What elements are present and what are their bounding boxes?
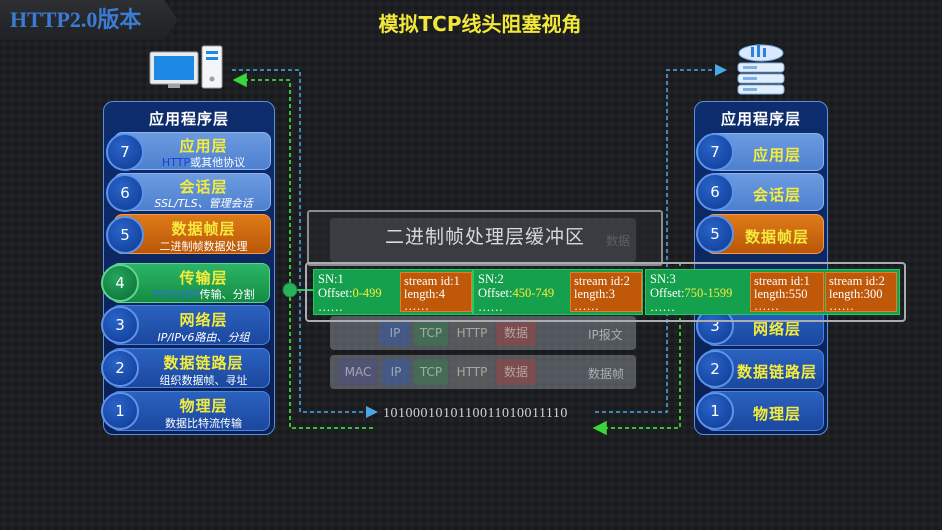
stream-id: stream id:2 [829, 274, 885, 288]
layer-desc: SSL/TLS、管理会话 [154, 197, 253, 210]
layer-number: 3 [101, 306, 139, 344]
ip-cell: IP [382, 359, 410, 385]
segment-sn: SN:3 [650, 272, 676, 286]
tcp-segments-container: SN:1 Offset:0-499 …… stream id:1 length:… [305, 262, 906, 322]
bitstream-text: 1010001010110011010011110 [383, 406, 568, 421]
http-cell: HTTP [452, 320, 492, 346]
http-cell: HTTP [452, 359, 492, 385]
layer-desc: 组织数据帧、寻址 [159, 374, 248, 387]
layer-desc: TCP/UDP传输、分割 [152, 288, 255, 301]
stream-length: length:4 [404, 287, 445, 301]
layer-number: 2 [696, 350, 734, 388]
tcp-segment-3[interactable]: SN:3 Offset:750-1599 …… stream id:1 leng… [645, 269, 900, 315]
layer-name: 应用层 [179, 137, 228, 155]
layer-number: 5 [106, 216, 144, 254]
segment-more: …… [478, 300, 503, 314]
stream-id: stream id:1 [404, 274, 460, 288]
mac-frame-row: MAC IP TCP HTTP 数据 数据帧 [330, 355, 636, 389]
stream-frame-header: stream id:2 length:300 …… [825, 272, 897, 313]
tcp-segment-2[interactable]: SN:2 Offset:450-749 …… stream id:2 lengt… [473, 269, 643, 315]
tcp-cell: TCP [414, 320, 448, 346]
stream-length: length:300 [829, 287, 883, 301]
layer-name: 会话层 [752, 186, 801, 204]
buffer-title: 二进制帧处理层缓冲区 [384, 226, 585, 248]
data-frame-label: 数据帧 [588, 367, 625, 381]
right-stack-title: 应用程序层 [720, 110, 801, 128]
segment-sn: SN:1 [318, 272, 344, 286]
left-layer-transport[interactable]: 传输层 TCP/UDP传输、分割 [111, 263, 270, 303]
layer-desc: 数据比特流传输 [165, 417, 242, 430]
layer-number: 1 [696, 392, 734, 430]
segment-more: …… [318, 300, 343, 314]
layer-name: 数据帧层 [744, 228, 809, 246]
stream-frame-header: stream id:2 length:3 …… [570, 272, 642, 313]
left-blue-path [232, 69, 378, 418]
layer-desc: 二进制帧数据处理 [159, 240, 248, 253]
stream-more: …… [404, 299, 429, 313]
layer-name: 网络层 [752, 320, 801, 338]
segment-offset: Offset:0-499 [318, 286, 382, 300]
layer-desc: HTTP或其他协议 [161, 156, 246, 169]
left-green-path [232, 72, 291, 290]
stream-more: …… [754, 299, 779, 313]
tcp-cell: TCP [414, 359, 448, 385]
stream-frame-header: stream id:1 length:4 …… [400, 272, 472, 313]
layer-name: 网络层 [179, 311, 228, 329]
stream-id: stream id:2 [574, 274, 630, 288]
layer-number: 7 [696, 133, 734, 171]
segment-offset: Offset:450-749 [478, 286, 555, 300]
right-blue-path [595, 64, 727, 413]
layer-name: 数据链路层 [736, 363, 817, 381]
desktop-computer-icon [149, 45, 223, 89]
binary-frame-buffer: 二进制帧处理层缓冲区 [307, 210, 663, 266]
stream-length: length:3 [574, 287, 615, 301]
tcp-segment-1[interactable]: SN:1 Offset:0-499 …… stream id:1 length:… [313, 269, 473, 315]
segment-offset: Offset:750-1599 [650, 286, 733, 300]
layer-number: 6 [106, 174, 144, 212]
stream-frame-header: stream id:1 length:550 …… [750, 272, 824, 313]
layer-number: 5 [696, 215, 734, 253]
segment-sn: SN:2 [478, 272, 504, 286]
page-title: 模拟TCP线头阻塞视角 [378, 12, 582, 36]
ip-cell: IP [380, 320, 410, 346]
layer-name: 会话层 [179, 178, 228, 196]
data-cell: 数据 [496, 320, 536, 346]
layer-name: 数据链路层 [163, 354, 244, 372]
stream-more: …… [829, 299, 854, 313]
server-icon [737, 44, 785, 95]
ip-packet-label: IP报文 [588, 328, 623, 342]
segment-more: …… [650, 300, 675, 314]
layer-number: 7 [106, 133, 144, 171]
layer-name: 数据帧层 [171, 220, 236, 238]
stream-more: …… [574, 299, 599, 313]
layer-number: 6 [696, 173, 734, 211]
stream-length: length:550 [754, 287, 808, 301]
layer-name: 传输层 [179, 269, 228, 287]
layer-number: 4 [101, 264, 139, 302]
stream-id: stream id:1 [754, 274, 810, 288]
layer-number: 1 [101, 392, 139, 430]
connector-dot-1 [282, 282, 298, 298]
mac-cell: MAC [338, 359, 378, 385]
layer-desc: IP/IPv6路由、分组 [157, 331, 250, 344]
layer-name: 应用层 [752, 146, 801, 164]
layer-name: 物理层 [752, 405, 801, 423]
layer-number: 2 [101, 349, 139, 387]
layer-name: 物理层 [179, 397, 228, 415]
data-cell: 数据 [496, 359, 536, 385]
left-stack-title: 应用程序层 [148, 110, 229, 128]
version-badge: HTTP2.0版本 [0, 0, 178, 40]
left-green-down [289, 290, 375, 429]
